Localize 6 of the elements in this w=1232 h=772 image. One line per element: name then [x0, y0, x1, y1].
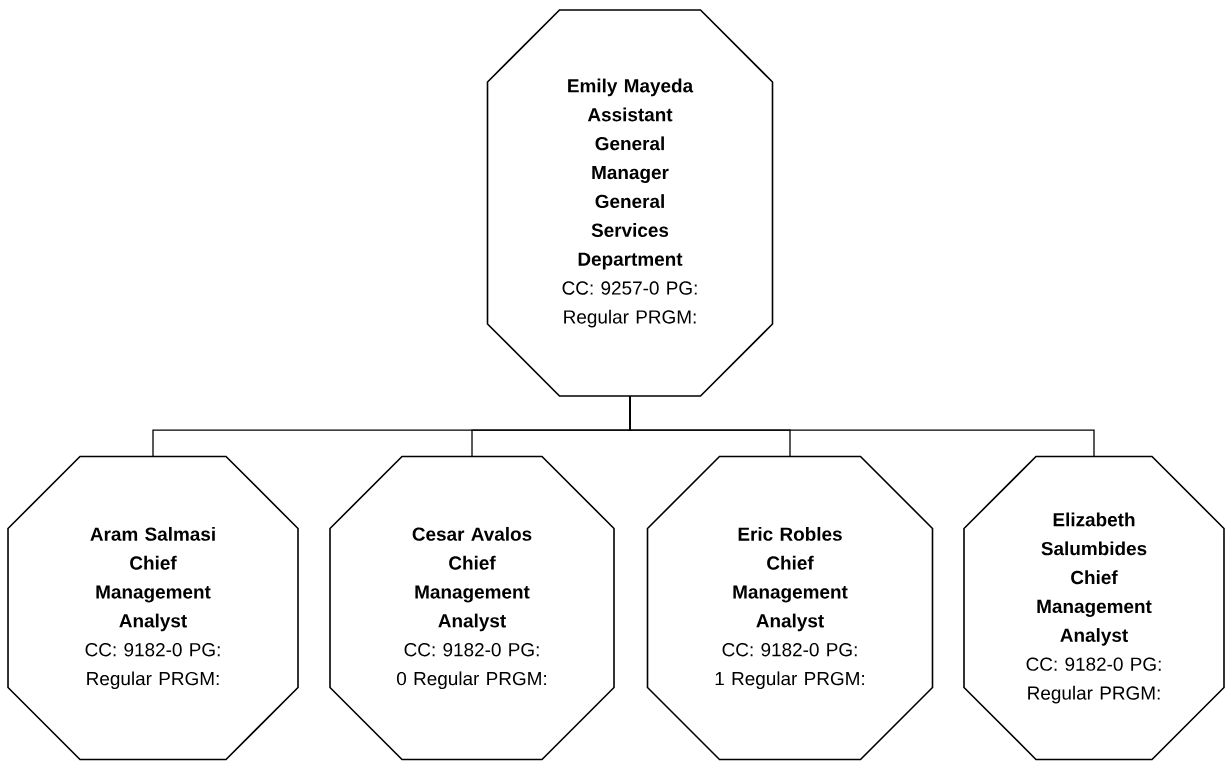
- octagon-box: Cesar Avalos Chief Management Analyst CC: 9182-0 PG: 0 Regular PRGM:: [329, 455, 615, 761]
- octagon-box: Emily Mayeda Assistant General Manager General Services Department CC: 9257-0 PG: Regular PRGM:: [486, 9, 774, 397]
- connector-line: [629, 395, 1095, 457]
- octagon-box: Aram Salmasi Chief Management Analyst CC: 9182-0 PG: Regular PRGM:: [7, 455, 299, 761]
- octagon-box: Elizabeth Salumbides Chief Management Analyst CC: 9182-0 PG: Regular PRGM:: [963, 455, 1225, 761]
- octagon-box: Eric Robles Chief Management Analyst CC: 9182-0 PG: 1 Regular PRGM:: [646, 455, 934, 761]
